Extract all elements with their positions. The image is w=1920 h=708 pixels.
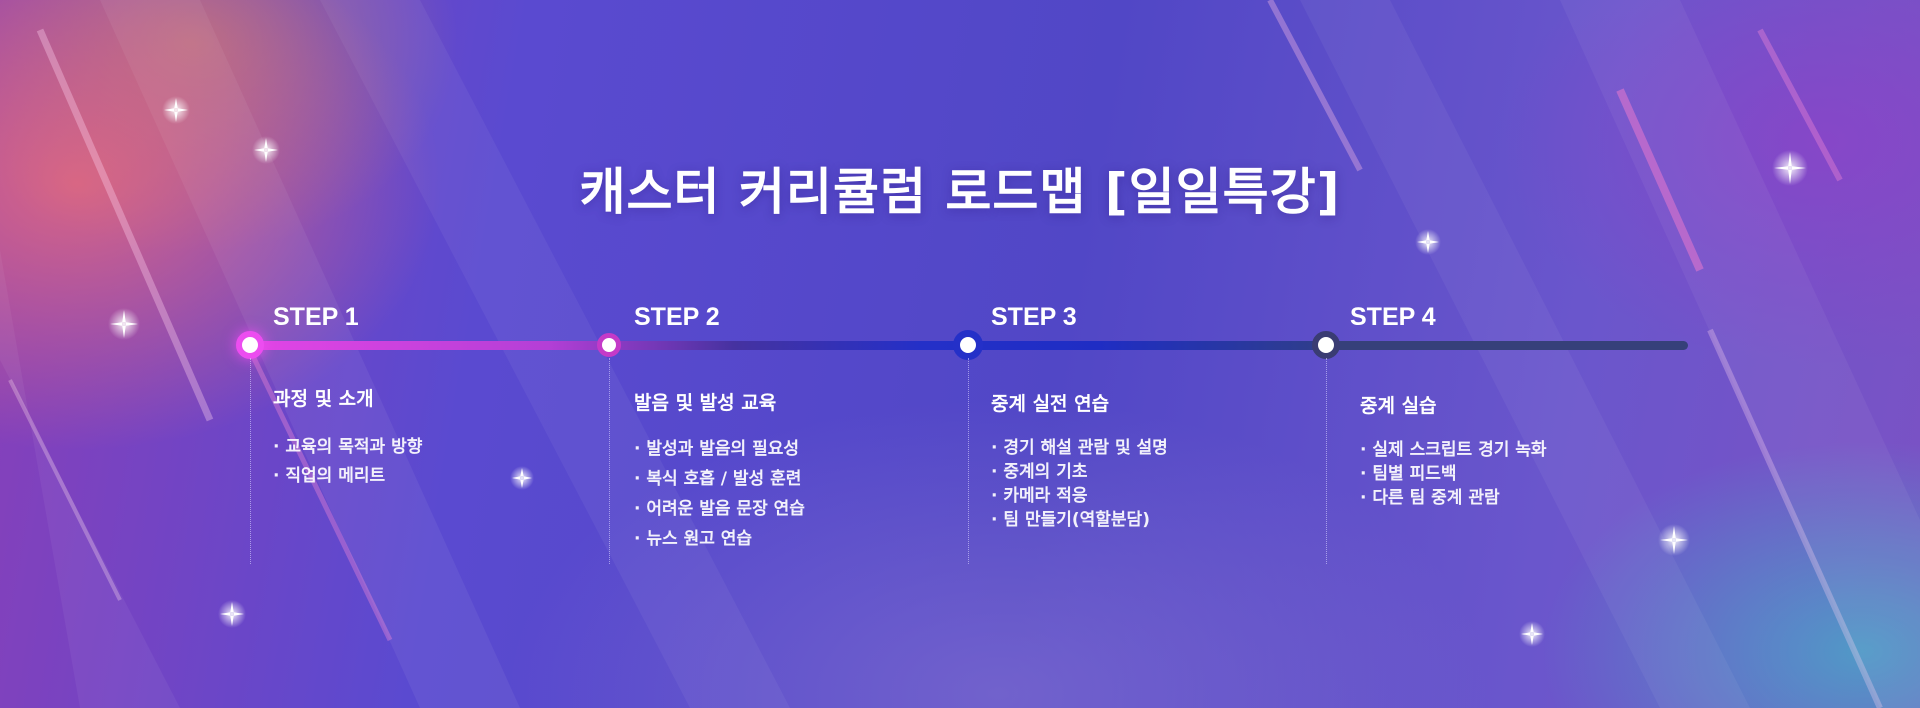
list-item: 팀별 피드백 [1360,462,1547,486]
step-1-node [236,331,264,359]
list-item: 중계의 기초 [991,460,1168,484]
list-item: 직업의 메리트 [273,462,422,491]
list-item: 발성과 발음의 필요성 [634,434,805,464]
step-2-divider [609,358,610,564]
step-3-label: STEP 3 [991,303,1077,331]
step-2-items: 발성과 발음의 필요성 복식 호흡 / 발성 훈련 어려운 발음 문장 연습 뉴… [634,434,805,554]
list-item: 어려운 발음 문장 연습 [634,494,805,524]
step-1-items: 교육의 목적과 방향 직업의 메리트 [273,433,422,491]
step-4-heading: 중계 실습 [1360,395,1437,417]
step-3-node [953,330,983,360]
list-item: 카메라 적응 [991,484,1168,508]
step-2-label: STEP 2 [634,303,720,331]
list-item: 다른 팀 중계 관람 [1360,486,1547,510]
step-4-items: 실제 스크립트 경기 녹화 팀별 피드백 다른 팀 중계 관람 [1360,438,1547,510]
sparkles [108,96,1808,647]
list-item: 실제 스크립트 경기 녹화 [1360,438,1546,462]
step-1-label: STEP 1 [273,303,359,331]
list-item: 팀 만들기(역할분담) [991,508,1168,532]
step-4-label: STEP 4 [1350,303,1436,331]
page-title: 캐스터 커리큘럼 로드맵 [일일특강] [579,163,1341,221]
step-3-divider [968,358,969,564]
timeline-progress [240,341,1340,350]
step-2-heading: 발음 및 발성 교육 [634,392,777,414]
list-item: 뉴스 원고 연습 [634,524,805,554]
list-item: 교육의 목적과 방향 [273,433,422,462]
step-4-node [1312,331,1340,359]
step-4-divider [1326,358,1327,564]
step-3-heading: 중계 실전 연습 [991,393,1110,415]
list-item: 경기 해설 관람 및 설명 [991,436,1167,460]
step-1-heading: 과정 및 소개 [273,388,374,410]
step-1-divider [250,358,251,564]
step-3-items: 경기 해설 관람 및 설명 중계의 기초 카메라 적응 팀 만들기(역할분담) [991,436,1168,532]
step-2-node [597,333,621,357]
list-item: 복식 호흡 / 발성 훈련 [634,464,805,494]
